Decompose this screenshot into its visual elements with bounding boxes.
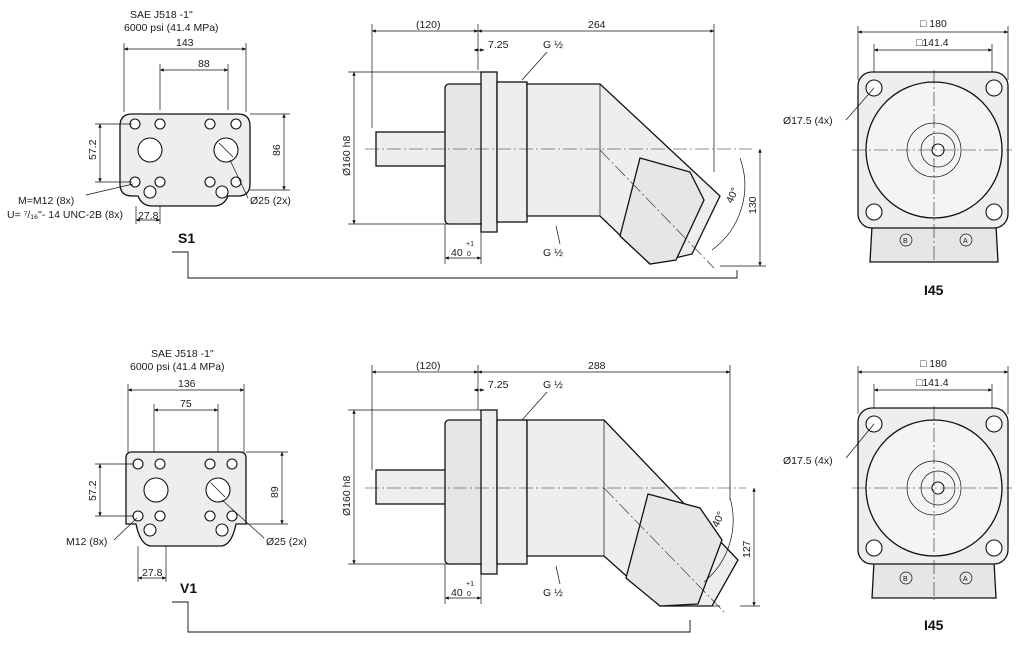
port-standard-label: SAE J518 -1" — [130, 9, 193, 21]
square-141: □141.4 — [916, 37, 949, 49]
mount-holes-label: Ø17.5 (4x) — [783, 455, 833, 467]
port-bore-left — [143, 477, 169, 503]
square-180: □ 180 — [920, 18, 947, 30]
dim-88: 88 — [198, 58, 210, 70]
front-housing — [444, 419, 484, 565]
port-standard-label: SAE J518 -1" — [151, 348, 214, 360]
variant-label: V1 — [180, 580, 197, 596]
angle-label: 40° — [710, 510, 728, 529]
port-block — [119, 113, 251, 207]
thread-metric-label: M12 (8x) — [66, 536, 107, 548]
square-180: □ 180 — [920, 358, 947, 370]
tol-plus: +1 — [466, 581, 474, 588]
tol-plus: +1 — [466, 241, 474, 248]
port-block — [125, 451, 247, 547]
dim-136: 136 — [178, 378, 196, 390]
dim-86: 86 — [271, 144, 283, 156]
bolt-hole-group — [129, 118, 242, 199]
bearing-housing — [496, 81, 528, 223]
flange-label: I45 — [924, 282, 944, 298]
dim-40: 40 — [451, 247, 463, 259]
dim-27-8: 27.8 — [138, 210, 159, 222]
thread-metric-label: M=M12 (8x) — [18, 195, 74, 207]
port-a-label: A — [963, 576, 968, 583]
dim-40: 40 — [451, 587, 463, 599]
front-housing — [444, 83, 484, 225]
dim-7-25: 7.25 — [488, 39, 509, 51]
dim-264: 264 — [588, 19, 606, 31]
bottom-side-view: (120) 288 7.25 G ½ 40° Ø160 h8 127 40 +1… — [341, 360, 760, 615]
pressure-label: 6000 psi (41.4 MPa) — [130, 361, 225, 373]
dim-27-8: 27.8 — [142, 567, 163, 579]
dim-120: (120) — [416, 360, 441, 372]
shaft-dia-label: Ø160 h8 — [341, 476, 353, 516]
top-end-view: □ 180 □141.4 Ø17.5 (4x) B A I45 — [783, 18, 1012, 298]
port-b-label: B — [903, 238, 908, 245]
top-side-view: (120) 264 7.25 G ½ 40° Ø160 h8 130 — [341, 19, 766, 269]
dim-75: 75 — [180, 398, 192, 410]
square-141: □141.4 — [916, 377, 949, 389]
port-g-bottom: G ½ — [543, 587, 563, 599]
thread-unc-label: U= ⁷/₁₆"- 14 UNC-2B (8x) — [7, 209, 123, 221]
drive-shaft — [375, 469, 447, 505]
dim-288: 288 — [588, 360, 606, 372]
mounting-flange — [480, 409, 498, 575]
bore-label: Ø25 (2x) — [266, 536, 307, 548]
dim-7-25: 7.25 — [488, 379, 509, 391]
dim-127: 127 — [741, 540, 753, 558]
bottom-port-view: SAE J518 -1" 6000 psi (41.4 MPa) 136 75 … — [66, 348, 691, 633]
angle-label: 40° — [724, 186, 742, 205]
dim-89: 89 — [269, 486, 281, 498]
bolt-hole-group — [132, 458, 238, 537]
pressure-label: 6000 psi (41.4 MPa) — [124, 22, 219, 34]
dim-130: 130 — [747, 196, 759, 214]
shaft-dia-label: Ø160 h8 — [341, 136, 353, 176]
port-g-top: G ½ — [543, 379, 563, 391]
port-b-label: B — [903, 576, 908, 583]
port-a-label: A — [963, 238, 968, 245]
dim-120: (120) — [416, 19, 441, 31]
dim-57-2: 57.2 — [87, 480, 99, 501]
bearing-housing — [496, 419, 528, 565]
dim-57-2: 57.2 — [87, 139, 99, 160]
tol-zero: 0 — [467, 251, 471, 258]
flange-label: I45 — [924, 617, 944, 633]
cylinder-housing — [619, 157, 705, 265]
mount-holes-label: Ø17.5 (4x) — [783, 115, 833, 127]
port-bore-left — [137, 137, 163, 163]
variant-label: S1 — [178, 230, 195, 246]
dim-143: 143 — [176, 37, 194, 49]
top-port-view: SAE J518 -1" 6000 psi (41.4 MPa) 143 88 … — [7, 9, 738, 279]
bore-label: Ø25 (2x) — [250, 195, 291, 207]
port-g-top: G ½ — [543, 39, 563, 51]
mounting-flange — [480, 71, 498, 233]
port-g-bottom: G ½ — [543, 247, 563, 259]
cylinder-housing — [625, 493, 723, 607]
tol-zero: 0 — [467, 591, 471, 598]
bottom-end-view: □ 180 □141.4 Ø17.5 (4x) B A I45 — [783, 358, 1012, 633]
